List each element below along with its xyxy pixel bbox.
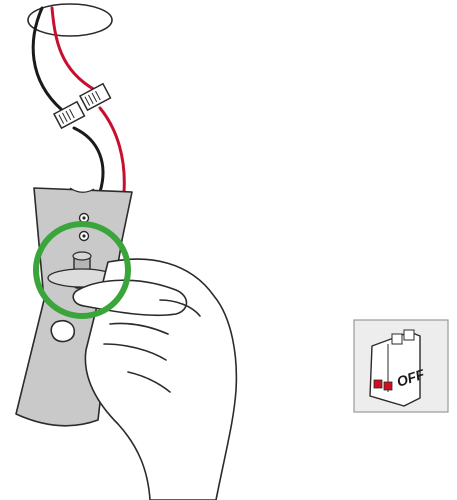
breaker-switch-right [383,381,393,391]
wire-connector-icon [78,82,112,112]
highlight-circle-icon [33,221,131,319]
wire-connector-icon [52,100,86,130]
breaker-switch-left [373,379,383,389]
wires [31,6,126,194]
black-wire-bottom [72,126,105,194]
circuit-breaker-icon: OFF [353,319,449,413]
hand-icon [50,258,238,500]
red-wire-bottom [98,106,126,194]
ceiling-hole-icon [27,3,113,37]
red-wire-top [50,6,97,92]
black-wire-top [31,6,64,112]
